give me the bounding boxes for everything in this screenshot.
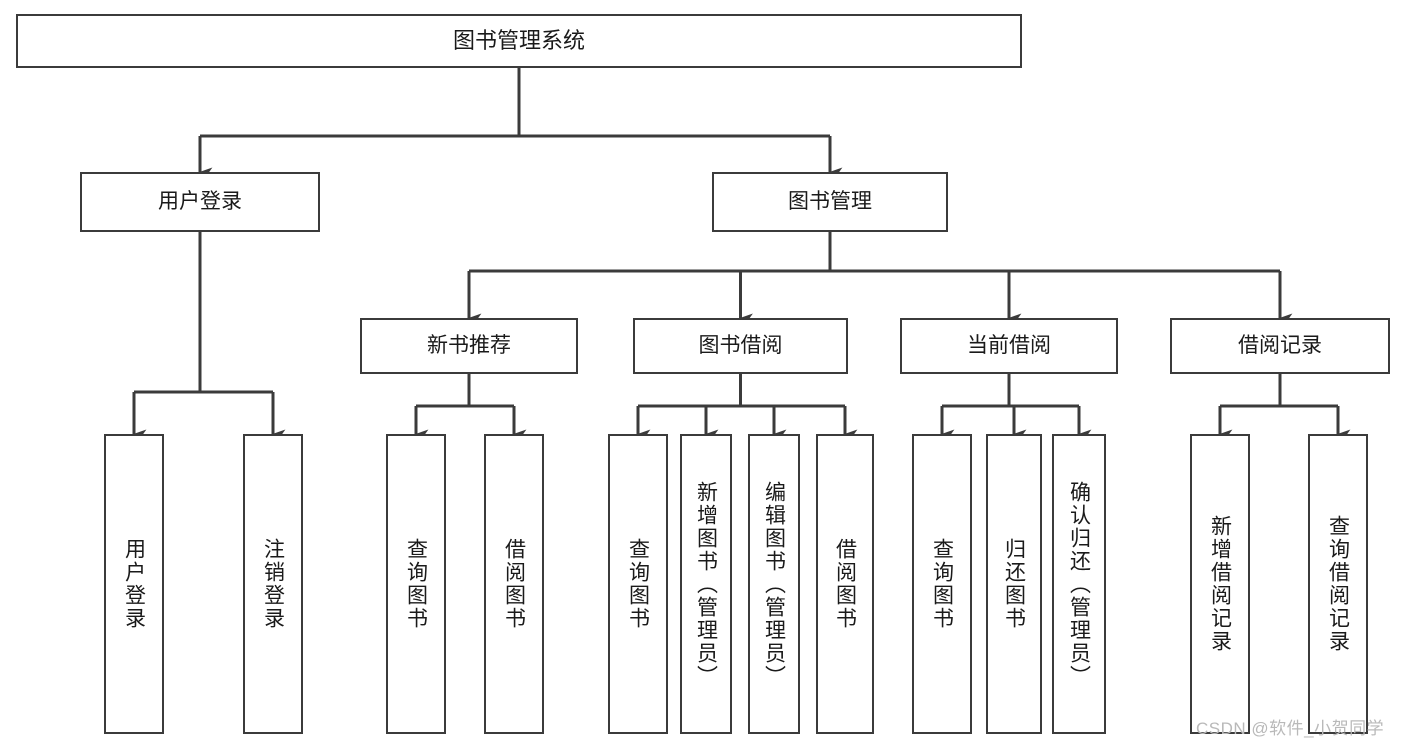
node-label-leaf-query-book-3: 查询图书 (930, 538, 954, 630)
node-borrow-record[interactable]: 借阅记录 (1170, 318, 1390, 374)
node-label-borrow-record: 借阅记录 (1238, 333, 1322, 357)
node-label-leaf-return-book: 归还图书 (1002, 538, 1026, 630)
node-leaf-query-book-2[interactable]: 查询图书 (608, 434, 668, 734)
node-label-leaf-query-record: 查询借阅记录 (1326, 515, 1350, 653)
node-label-leaf-logout: 注销登录 (261, 538, 285, 630)
node-book-mgmt[interactable]: 图书管理 (712, 172, 948, 232)
node-leaf-user-login[interactable]: 用户登录 (104, 434, 164, 734)
node-current-borrow[interactable]: 当前借阅 (900, 318, 1118, 374)
node-label-user-login: 用户登录 (158, 189, 242, 213)
node-label-new-book-rec: 新书推荐 (427, 333, 511, 357)
node-root[interactable]: 图书管理系统 (16, 14, 1022, 68)
node-leaf-borrow-book-1[interactable]: 借阅图书 (484, 434, 544, 734)
node-leaf-query-book-1[interactable]: 查询图书 (386, 434, 446, 734)
node-label-leaf-add-record: 新增借阅记录 (1208, 515, 1232, 653)
node-label-book-borrow: 图书借阅 (698, 333, 783, 357)
node-leaf-edit-book[interactable]: 编辑图书（管理员） (748, 434, 800, 734)
node-leaf-borrow-book-2[interactable]: 借阅图书 (816, 434, 874, 734)
node-label-book-mgmt: 图书管理 (788, 189, 872, 213)
node-label-leaf-borrow-book-2: 借阅图书 (833, 538, 857, 630)
node-book-borrow[interactable]: 图书借阅 (633, 318, 848, 374)
node-label-leaf-query-book-1: 查询图书 (404, 538, 428, 630)
node-label-leaf-add-book: 新增图书（管理员） (694, 480, 718, 688)
node-label-leaf-query-book-2: 查询图书 (626, 538, 650, 630)
node-label-leaf-edit-book: 编辑图书（管理员） (762, 480, 786, 688)
node-label-leaf-user-login: 用户登录 (122, 538, 146, 630)
node-leaf-logout[interactable]: 注销登录 (243, 434, 303, 734)
node-new-book-rec[interactable]: 新书推荐 (360, 318, 578, 374)
node-label-leaf-borrow-book-1: 借阅图书 (502, 538, 526, 630)
node-label-current-borrow: 当前借阅 (967, 333, 1051, 357)
node-label-root: 图书管理系统 (452, 28, 585, 54)
node-leaf-add-book[interactable]: 新增图书（管理员） (680, 434, 732, 734)
node-leaf-query-book-3[interactable]: 查询图书 (912, 434, 972, 734)
node-label-leaf-confirm-return: 确认归还（管理员） (1067, 480, 1091, 688)
node-user-login[interactable]: 用户登录 (80, 172, 320, 232)
node-leaf-add-record[interactable]: 新增借阅记录 (1190, 434, 1250, 734)
node-leaf-confirm-return[interactable]: 确认归还（管理员） (1052, 434, 1106, 734)
node-leaf-query-record[interactable]: 查询借阅记录 (1308, 434, 1368, 734)
node-leaf-return-book[interactable]: 归还图书 (986, 434, 1042, 734)
